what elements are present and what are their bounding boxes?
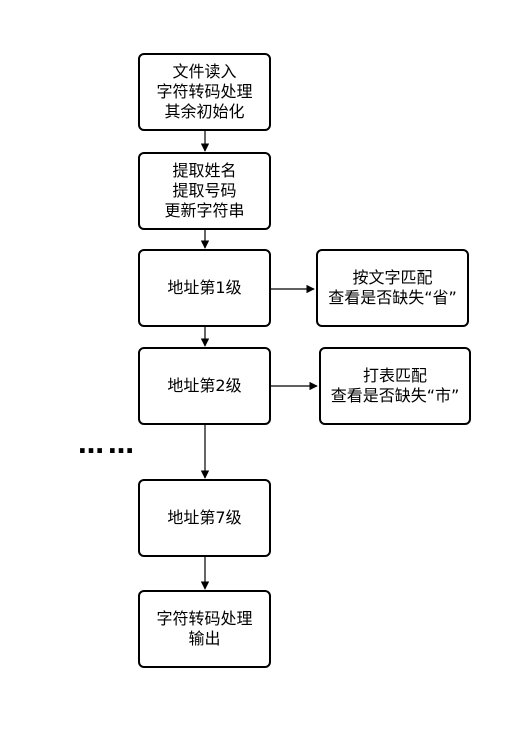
node-read-line-2: 字符转码处理 (156, 82, 253, 101)
node-level2-label: 地址第2级 (167, 376, 242, 395)
ellipsis-skip-levels: …… (78, 430, 138, 460)
node-side1-line-2: 查看是否缺失“省” (328, 288, 457, 307)
node-side-province: 按文字匹配 查看是否缺失“省” (316, 249, 469, 327)
node-output: 字符转码处理 输出 (138, 590, 271, 668)
node-extract-line-1: 提取姓名 (172, 161, 237, 180)
node-address-level-2: 地址第2级 (138, 347, 271, 425)
node-address-level-7: 地址第7级 (138, 479, 271, 557)
node-side1-line-1: 按文字匹配 (352, 268, 433, 287)
node-side2-line-1: 打表匹配 (362, 366, 427, 385)
node-address-level-1: 地址第1级 (138, 249, 271, 327)
node-read-input: 文件读入 字符转码处理 其余初始化 (138, 53, 271, 131)
node-side-city: 打表匹配 查看是否缺失“市” (319, 347, 471, 425)
node-extract-line-2: 提取号码 (172, 181, 237, 200)
node-level1-label: 地址第1级 (167, 278, 242, 297)
node-output-line-2: 输出 (188, 629, 221, 648)
node-read-line-3: 其余初始化 (164, 102, 245, 121)
node-extract-line-3: 更新字符串 (164, 201, 245, 220)
node-output-line-1: 字符转码处理 (156, 609, 253, 628)
node-side2-line-2: 查看是否缺失“市” (330, 386, 460, 405)
node-read-line-1: 文件读入 (172, 62, 237, 81)
node-extract: 提取姓名 提取号码 更新字符串 (138, 152, 271, 230)
node-level7-label: 地址第7级 (167, 508, 242, 527)
